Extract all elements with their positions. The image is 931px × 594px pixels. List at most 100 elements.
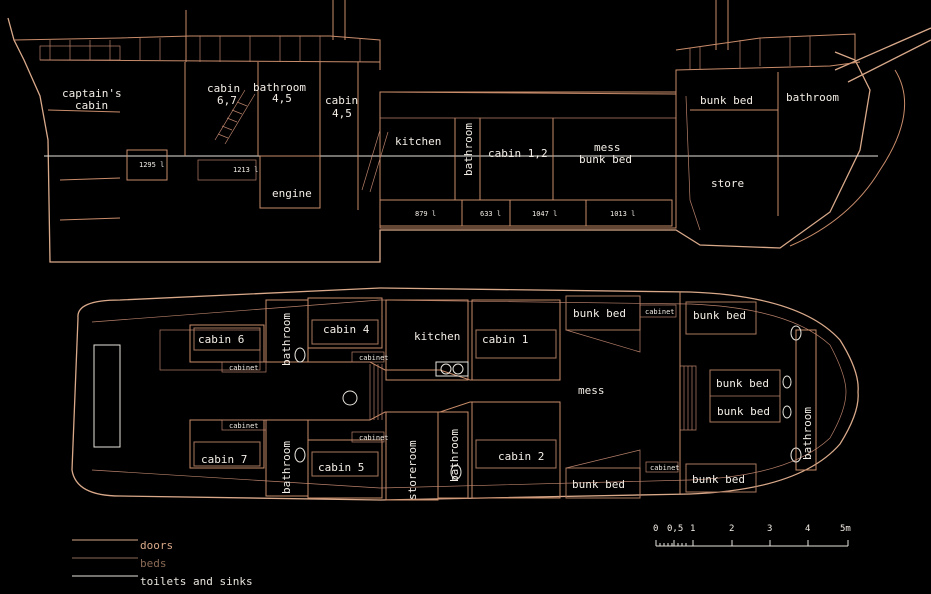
bathroom-mid-label: bathroom — [448, 429, 461, 482]
cabinet-box-5 — [639, 304, 677, 318]
aft-deck — [13, 35, 381, 70]
toilet-bath-mid — [450, 464, 462, 480]
tank-1047-label: 1047 l — [532, 210, 557, 218]
bathroom45-label-2: 4,5 — [272, 92, 292, 105]
toilet-fwd-1 — [790, 325, 802, 341]
cabin2-bed — [475, 439, 557, 469]
cabin7-label: cabin 7 — [201, 453, 247, 466]
cabinet-label-2: cabinet — [229, 422, 259, 430]
cabin5-box — [307, 439, 383, 499]
aft-deckhouse — [39, 45, 121, 61]
sink-right — [452, 363, 464, 375]
bunk-bed-label-6: bunk bed — [717, 405, 770, 418]
toilet-fwd-3 — [782, 375, 792, 389]
bath-fwd-box — [795, 329, 817, 471]
bunk-bed-label-4: bunk bed — [692, 473, 745, 486]
fwd-rail — [675, 33, 856, 60]
mess-label: mess — [594, 141, 621, 154]
toilet-bath-top — [294, 347, 306, 363]
aft-ladder — [214, 89, 256, 145]
legend-beds-label: beds — [140, 557, 167, 570]
toilet-fwd-4 — [782, 405, 792, 419]
cabin45-label-1: cabin — [325, 94, 358, 107]
scale-tick-05: 0,5 — [667, 524, 683, 534]
cabin2-label: cabin 2 — [498, 450, 544, 463]
engine-room — [259, 155, 321, 209]
fwd-rail-posts — [689, 36, 811, 70]
bunk-top-fwd — [685, 301, 757, 335]
cabinet-label-5: cabinet — [645, 308, 675, 316]
cabin5-label: cabin 5 — [318, 461, 364, 474]
tank-1295-label: 1295 l — [139, 161, 164, 169]
bunk-bed-label-5: bunk bed — [716, 377, 769, 390]
cabinet-label-6: cabinet — [650, 464, 680, 472]
cabin67-label-1: cabin — [207, 82, 240, 95]
fwd-stair — [680, 365, 697, 431]
cabin7-bed — [193, 441, 261, 467]
scale-ticks — [655, 540, 849, 546]
scale-tick-3: 3 — [767, 524, 772, 534]
engine-label: engine — [272, 187, 312, 200]
bathroom-vert-label: bathroom — [462, 123, 475, 176]
kitchen-plan-label: kitchen — [414, 330, 460, 343]
bathroom-fwd-label: bathroom — [786, 91, 839, 104]
cabin6-bed — [193, 327, 261, 351]
stern-hatch — [93, 344, 121, 448]
bunk-bot-fwd — [685, 463, 757, 493]
bow-sprit — [834, 27, 931, 83]
cabin12-label: cabin 1,2 — [488, 147, 548, 160]
cabin67-label-2: 6,7 — [217, 94, 237, 107]
midship-box — [379, 91, 677, 229]
kitchen-label: kitchen — [395, 135, 441, 148]
scale-tick-1: 1 — [690, 524, 695, 534]
bunk-bed-side-label: bunk bed — [700, 94, 753, 107]
scale-tick-2: 2 — [729, 524, 734, 534]
cabin1-bed — [475, 329, 557, 359]
tank-1213 — [197, 159, 257, 181]
cabin1-box — [471, 299, 561, 381]
bunk-bed-label-2: bunk bed — [572, 478, 625, 491]
tank-1013-label: 1013 l — [610, 210, 635, 218]
cabin6-label: cabin 6 — [198, 333, 244, 346]
legend: doors beds toilets and sinks — [72, 539, 253, 588]
cabinet-box-6 — [645, 461, 679, 473]
aft-rail-posts — [49, 36, 361, 62]
cabinet-label-1: cabinet — [229, 364, 259, 372]
toilet-fwd-2 — [790, 447, 802, 463]
tanks-mid — [379, 199, 673, 227]
plan-view: cabin 6 cabin 7 cabin 4 cabin 5 bathroom… — [71, 287, 859, 501]
cabin2-box — [471, 401, 561, 499]
main-deck — [379, 61, 861, 95]
stern-frame — [47, 109, 121, 221]
mess-slant-top — [565, 296, 641, 353]
side-hull — [7, 17, 871, 263]
captains-cabin-label-2: cabin — [75, 99, 108, 112]
kitchen-box — [385, 299, 469, 381]
captains-cabin-label-1: captain's — [62, 87, 122, 100]
cabinet-box-3 — [351, 351, 385, 363]
toilet-bath-bot — [294, 447, 306, 463]
stair-aft — [369, 364, 383, 420]
tank-1213-label: 1213 l — [233, 166, 258, 174]
mid-ladder — [361, 129, 389, 193]
bathroom-fwd-plan-label: bathroom — [801, 407, 814, 460]
scale-tick-5m: 5m — [840, 524, 851, 534]
bathroom-top-label: bathroom — [280, 313, 293, 366]
fwd-bulkhead — [685, 95, 701, 231]
tank-633-label: 633 l — [480, 210, 501, 218]
legend-doors-label: doors — [140, 539, 173, 552]
scale-tick-4: 4 — [805, 524, 810, 534]
bathroom-bot-label: bathroom — [280, 441, 293, 494]
cabin4-label: cabin 4 — [323, 323, 370, 336]
bow-curve — [789, 69, 906, 247]
mess-plan-label: mess — [578, 384, 605, 397]
bathroom45-label-1: bathroom — [253, 81, 306, 94]
tank-1295 — [126, 149, 168, 181]
scale-bar: 0 0,5 1 2 3 4 5m — [653, 524, 851, 547]
cabinet-label-3: cabinet — [359, 354, 389, 362]
sink-left — [440, 363, 452, 375]
cabin5-bed — [311, 451, 379, 477]
scale-tick-0: 0 — [653, 524, 658, 534]
bath-mid-box — [437, 411, 469, 499]
